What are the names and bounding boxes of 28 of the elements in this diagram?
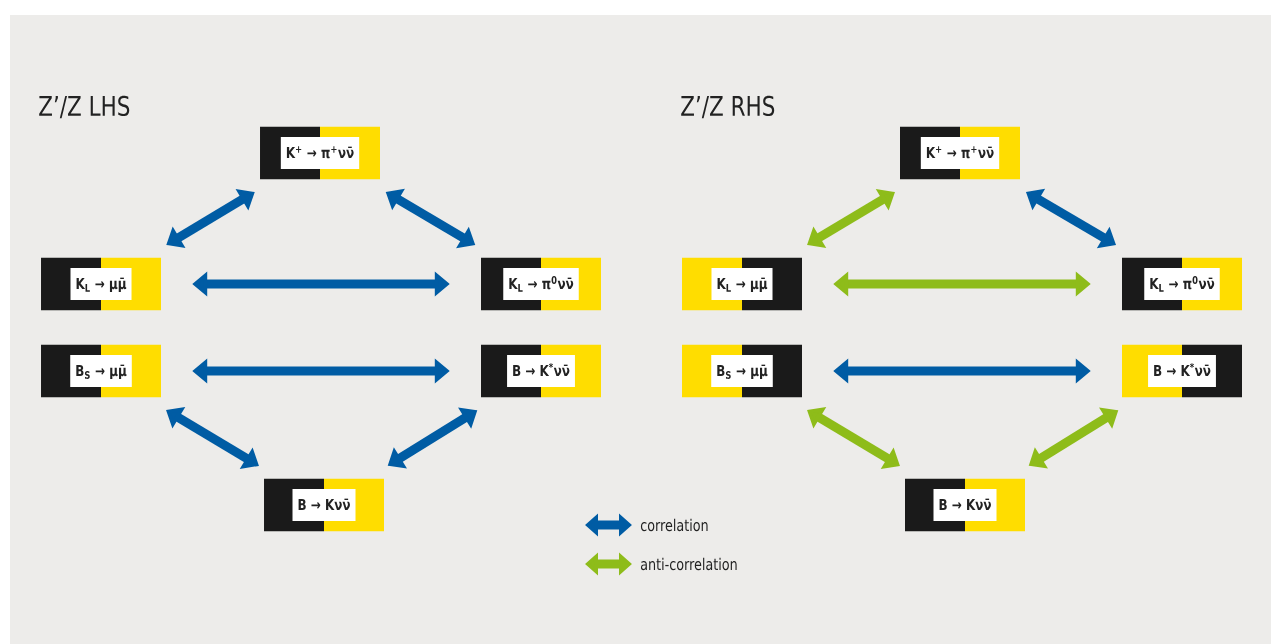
node-label: → μμ̄	[736, 364, 768, 380]
process-box: B → Kνν̄	[264, 478, 384, 532]
double-arrow	[807, 407, 900, 469]
process-box: K$_{L}$ → π$^{0}$νν̄	[1122, 257, 1242, 311]
legend-label: anti-correlation	[640, 557, 737, 571]
process-box: K$^{+}$ → π$^{+}$νν̄	[900, 126, 1020, 180]
process-box: K$_{L}$ → μμ̄	[41, 257, 161, 311]
node-label: → μμ̄	[736, 277, 768, 293]
process-box: B$_{S}$ → μμ̄	[41, 344, 161, 398]
double-arrow	[166, 407, 259, 469]
panel-title: Z’/Z RHS	[681, 95, 775, 119]
node-label: → μμ̄	[95, 277, 127, 293]
double-arrow	[807, 189, 895, 248]
node-label: → μμ̄	[95, 364, 127, 380]
process-box: B → K$^{*}$νν̄	[1122, 344, 1242, 398]
process-box: B → Kνν̄	[905, 478, 1025, 532]
node-label: $^{+}$νν̄	[331, 146, 354, 158]
node-label: $^{0}$νν̄	[1192, 276, 1215, 289]
process-box: K$_{L}$ → π$^{0}$νν̄	[481, 257, 601, 311]
process-box: K$^{+}$ → π$^{+}$νν̄	[260, 126, 380, 180]
node-label: K$^{+}$	[926, 146, 942, 158]
process-box: B$_{S}$ → μμ̄	[682, 344, 802, 398]
process-box: K$_{L}$ → μμ̄	[682, 257, 802, 311]
double-arrow	[166, 188, 255, 248]
process-box: B → K$^{*}$νν̄	[481, 344, 601, 398]
panel-title: Z’/Z LHS	[39, 95, 130, 119]
legend-label: correlation	[640, 518, 708, 532]
node-label: $^{0}$νν̄	[551, 276, 574, 289]
